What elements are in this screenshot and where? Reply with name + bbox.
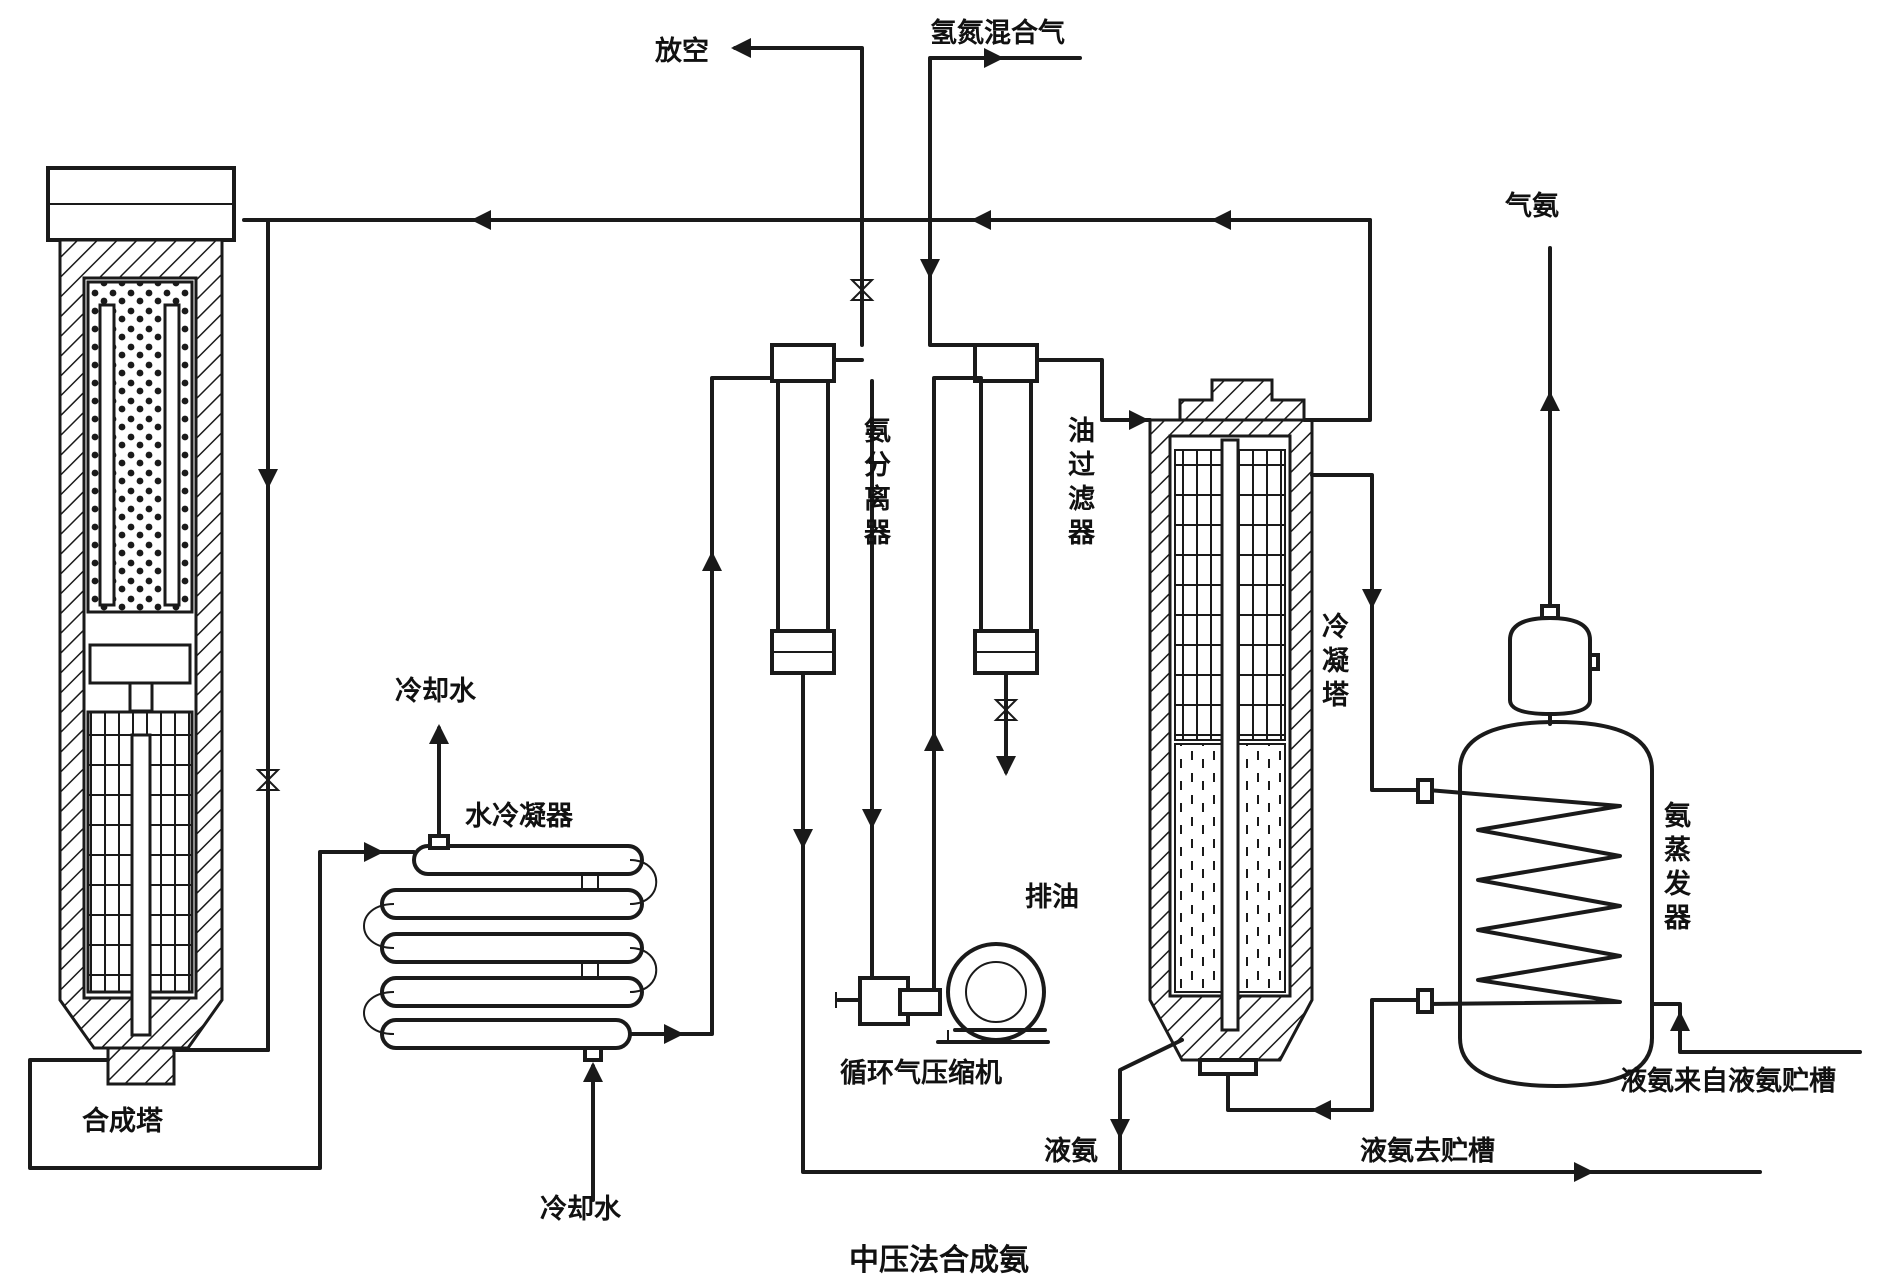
ammonia-separator-label: 氨分离器: [863, 416, 892, 549]
liquid-from-storage-label: 液氨来自液氨贮槽: [1620, 1065, 1836, 1097]
water-condenser-label: 水冷凝器: [465, 801, 574, 832]
ammonia-evaporator: [1416, 604, 1654, 1089]
cooling-water-in-label: 冷却水: [540, 1194, 622, 1225]
cooling-water-out-label: 冷却水: [395, 676, 477, 707]
oil-drain-label: 排油: [1025, 882, 1079, 913]
synthesis-tower-label: 合成塔: [82, 1105, 164, 1137]
condensing-tower: [1148, 378, 1314, 1076]
ammonia-separator: [770, 343, 836, 675]
vent-label: 放空: [654, 35, 709, 67]
synthesis-tower: [46, 166, 236, 1086]
circulation-compressor: [835, 942, 1050, 1044]
diagram-caption: 中压法合成氨: [849, 1243, 1029, 1278]
liquid-to-storage-label: 液氨去贮槽: [1360, 1136, 1495, 1167]
oil-filter: [973, 343, 1039, 675]
compressor-label: 循环气压缩机: [840, 1057, 1002, 1089]
oil-filter-label: 油过滤器: [1067, 416, 1096, 549]
piping: [28, 38, 1862, 1202]
evaporator-label: 氨蒸发器: [1663, 801, 1692, 934]
feed-gas-label: 氢氮混合气: [930, 17, 1065, 49]
water-condenser: [363, 834, 658, 1062]
condensing-tower-label: 冷凝塔: [1322, 612, 1350, 711]
gaseous-ammonia-label: 气氨: [1504, 191, 1559, 222]
liquid-ammonia-label: 液氨: [1044, 1136, 1098, 1167]
